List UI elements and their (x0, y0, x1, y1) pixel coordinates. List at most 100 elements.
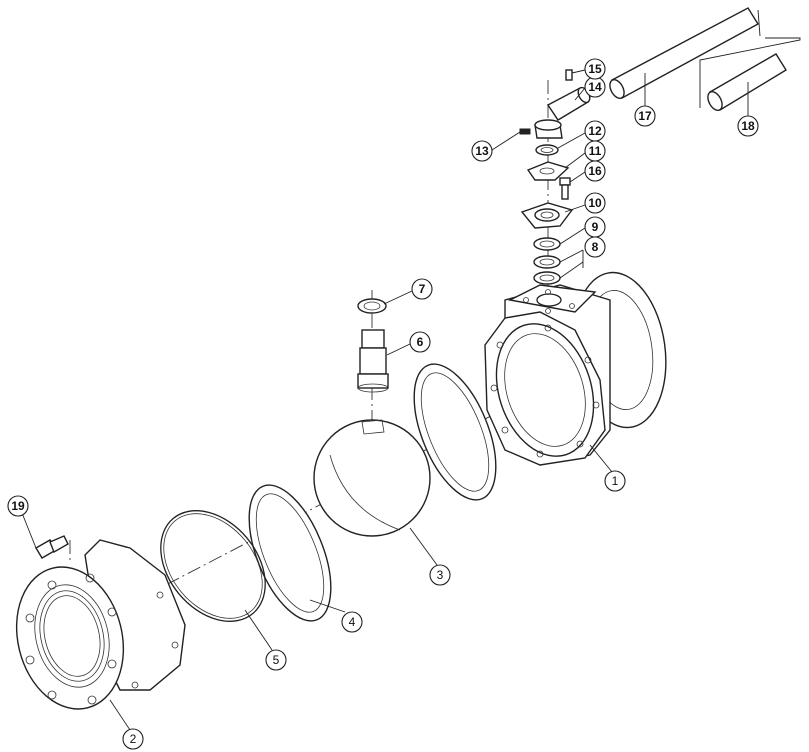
callout-label: 15 (588, 62, 602, 76)
ball-stem-slot (361, 419, 385, 435)
body-top-hole-4 (545, 308, 551, 314)
body-bolt-hole (592, 401, 600, 409)
callout-label: 11 (589, 144, 602, 158)
callout-9: 9 (584, 216, 606, 238)
seat-ring-rear (413, 363, 497, 501)
stem-top (361, 329, 385, 349)
main-body (484, 271, 667, 466)
leader-10 (564, 204, 586, 213)
body-bolt-hole (496, 341, 504, 349)
leader-1 (589, 444, 613, 473)
leader-3 (409, 527, 438, 566)
callout-label: 7 (419, 282, 426, 296)
end-cap-flange (15, 566, 125, 710)
callout-label: 4 (349, 615, 356, 629)
handle-socket-top (534, 119, 562, 131)
stem-base (357, 383, 389, 393)
callout-label: 6 (417, 335, 424, 349)
thrust-washer-outer (357, 298, 387, 314)
packing-ring (533, 271, 561, 285)
body-bolt-hole (490, 384, 498, 392)
seat-ring-rear-outer (413, 363, 497, 501)
callout-label: 3 (437, 568, 444, 582)
leader-8a (559, 249, 584, 263)
stem-washer-inner (540, 147, 554, 153)
body-front-bore (495, 323, 595, 457)
callout-14: 14 (584, 76, 606, 98)
packing-ring (533, 255, 561, 269)
callout-label: 2 (130, 732, 137, 746)
handle-extension (699, 37, 801, 111)
flange-bolt-hole (47, 580, 57, 590)
flange-bolt-hole (25, 655, 35, 665)
handle-tube-break (757, 9, 761, 37)
callout-19: 19 (7, 495, 29, 517)
stem-washer-outer (535, 144, 559, 156)
callouts: 1 2 3 4 5 6 7 8 9 10 11 12 13 14 15 16 1… (7, 58, 759, 750)
callout-label: 14 (588, 80, 602, 94)
leader-9 (559, 227, 586, 245)
end-cap-bolt-hole (131, 681, 139, 689)
flange-bolt-hole (85, 573, 95, 583)
body-bolt-hole (536, 450, 544, 458)
callout-5: 5 (265, 649, 287, 671)
gland-bolt-shank (561, 184, 569, 200)
callout-7: 7 (411, 278, 433, 300)
leader-19 (21, 512, 37, 549)
gland-flange-bore (540, 211, 554, 219)
callout-label: 13 (475, 144, 489, 158)
callout-6: 6 (409, 331, 431, 353)
stop-plate (526, 161, 570, 181)
body-bolt-hole (584, 356, 592, 364)
gland-flange-boss (534, 208, 560, 222)
set-screw (519, 128, 531, 135)
stem (357, 329, 389, 393)
leader-8b (559, 261, 584, 279)
callout-2: 2 (122, 728, 144, 750)
end-cap-bore-ring-2 (43, 595, 101, 677)
end-cap-bolt-hole (171, 641, 179, 649)
packing-rings (533, 255, 561, 285)
gland-ring-outer (533, 237, 561, 251)
stop-plate-hole (539, 167, 555, 175)
callout-12: 12 (584, 120, 606, 142)
gasket-inner (163, 513, 263, 619)
body-gasket (160, 510, 266, 622)
handle-tube-end (609, 79, 625, 99)
packing-ring-bore (539, 258, 555, 266)
callout-label: 16 (588, 164, 602, 178)
handle-extension-end (707, 91, 723, 111)
leader-14 (574, 87, 586, 101)
flange-bolt-hole (47, 690, 57, 700)
callout-11: 11 (584, 140, 606, 162)
leader-13 (491, 131, 521, 151)
callout-3: 3 (429, 564, 451, 586)
callout-label: 19 (11, 499, 25, 513)
ball-sphere (313, 419, 431, 537)
callout-label: 9 (592, 220, 599, 234)
callout-16: 16 (584, 160, 606, 182)
seat-ring-rear-inner (420, 372, 490, 492)
ball-port-edge (329, 454, 401, 531)
break-bracket (699, 37, 801, 108)
handle-tube (609, 7, 761, 99)
thrust-washer-inner (363, 301, 381, 311)
callout-4: 4 (341, 611, 363, 633)
leader-5 (244, 609, 273, 651)
flange-bolt-hole (107, 607, 117, 617)
body-bolt-hole (544, 324, 552, 332)
callout-13: 13 (471, 140, 493, 162)
end-cap-bolt-hole (156, 591, 164, 599)
leader-15 (571, 69, 586, 74)
thrust-washer (357, 298, 387, 314)
flange-bolt (35, 535, 71, 560)
leader-6 (386, 343, 411, 356)
body-front-bore-inner (504, 333, 586, 447)
seat-ring-inner (255, 493, 325, 613)
handle-socket (534, 86, 591, 139)
callout-8: 8 (584, 236, 606, 258)
callout-1: 1 (604, 470, 626, 492)
flange-bolt-shank (49, 535, 69, 554)
body-top-hole-3 (569, 303, 575, 309)
callout-label: 18 (741, 119, 755, 133)
